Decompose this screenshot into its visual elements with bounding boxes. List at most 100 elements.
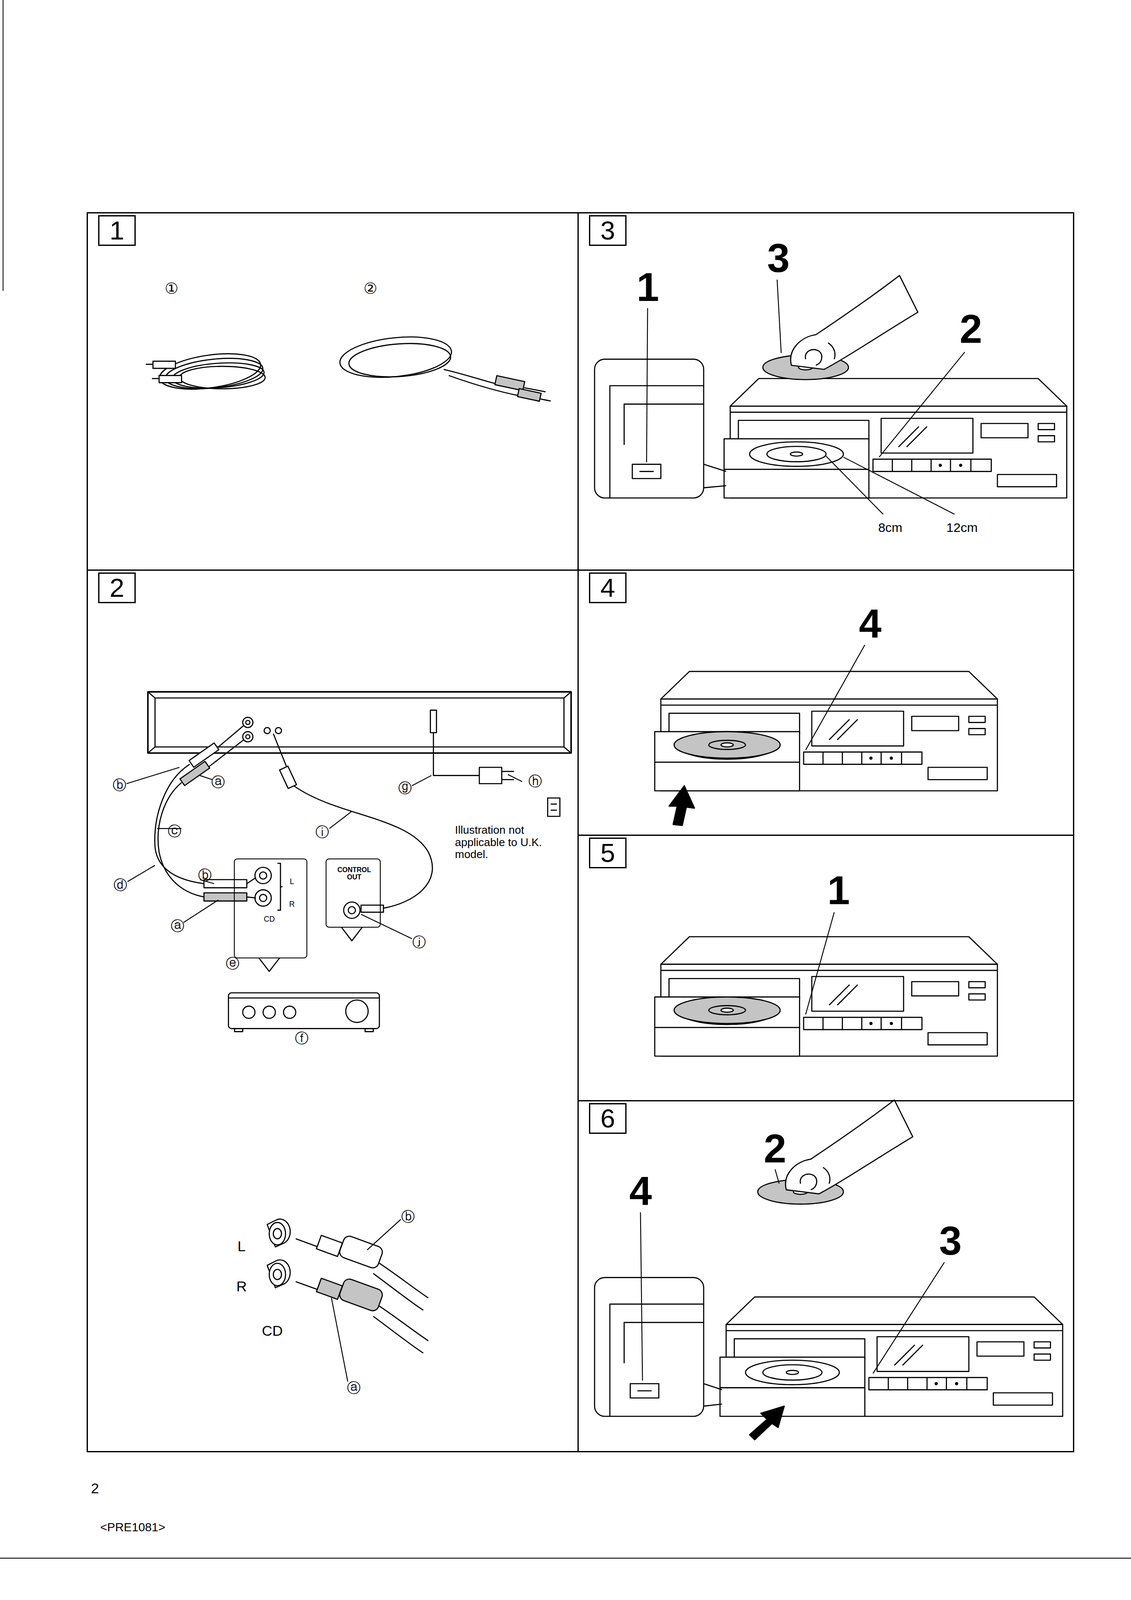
step-panel: 1: [86, 212, 579, 571]
hand-with-disc: [762, 275, 918, 380]
zoom-inset: [594, 1277, 723, 1417]
player-rear-panel: [154, 697, 564, 747]
step-panel: 6: [577, 1099, 1075, 1452]
callout-number: 4: [629, 1168, 653, 1213]
zoom-inset: [594, 1277, 704, 1417]
power-cord: [430, 710, 437, 733]
leader-lines: [127, 865, 156, 882]
page-number: 2: [90, 1480, 100, 1496]
step-panel: LRCDCONTROL OUT2: [86, 569, 579, 1452]
leader-lines: [646, 279, 965, 515]
control-cable-coil: [347, 340, 452, 380]
step-number: 4: [588, 572, 627, 604]
callout-number: 1: [636, 264, 660, 310]
part-letter: ⓑ: [198, 867, 212, 883]
audio-cable: [246, 877, 257, 884]
amplifier-jacks: [259, 894, 267, 902]
control-cable: [273, 733, 288, 770]
callout-number: 3: [767, 235, 790, 281]
push-arrow: [749, 1405, 785, 1440]
leader-lines: [126, 767, 180, 784]
zoom-inset: [637, 1390, 652, 1392]
audio-cable-coil: [151, 377, 160, 379]
part-letter: ⓑ: [112, 777, 127, 793]
input-jack-panel: LRCD: [233, 858, 308, 959]
player-rear-panel: [275, 727, 282, 734]
open-tray: [724, 438, 869, 499]
power-cord: [550, 809, 557, 811]
leader-lines: [361, 914, 412, 939]
part-letter: ⓓ: [113, 877, 128, 893]
dimension-label: 12cm: [946, 520, 978, 535]
zoom-inset: [632, 464, 662, 479]
zoom-inset: [594, 358, 704, 498]
step-number: 3: [588, 215, 627, 246]
player-rear-panel: [264, 727, 271, 734]
amplifier: [364, 1028, 374, 1032]
power-cord: [547, 797, 560, 817]
part-letter: ⓗ: [528, 773, 543, 789]
zoom-inset: [703, 464, 727, 472]
open-tray: [654, 996, 800, 1056]
jack-label: R: [236, 1278, 248, 1295]
step-number: 1: [98, 215, 136, 246]
audio-cable: [157, 782, 205, 897]
leader-lines: [843, 457, 955, 515]
amplifier: [345, 999, 369, 1023]
zoom-inset: [703, 485, 727, 488]
audio-cable-coil: [179, 366, 266, 389]
player-rear-panel: [245, 720, 251, 725]
callout-number: 2: [763, 1125, 787, 1171]
step-number: 5: [588, 837, 627, 869]
player-rear-panel: [242, 717, 254, 728]
control-cable: [273, 733, 433, 913]
leader-lines: [367, 1218, 401, 1250]
zoom-inset: [703, 1403, 723, 1406]
zoom-inset: [609, 1303, 704, 1417]
audio-cable: [154, 763, 205, 884]
item-number: ①: [164, 279, 179, 298]
open-tray: [719, 1356, 865, 1417]
leader-lines: [646, 308, 648, 463]
plug-insertion-detail: [338, 1276, 385, 1312]
step-panel: 5: [577, 834, 1075, 1102]
part-letter: ⓒ: [167, 823, 182, 839]
power-cord: [501, 778, 515, 781]
zoom-inset: [703, 1383, 723, 1390]
player-rear-panel: [563, 691, 572, 698]
amplifier-jacks: [280, 886, 283, 888]
leader-lines: [775, 1168, 780, 1184]
control-cable-coil: [338, 332, 551, 402]
control-cable-coil: [540, 399, 551, 402]
amplifier: [263, 1005, 276, 1019]
part-letter: ⓐ: [346, 1380, 361, 1396]
player-rear-panel: [563, 746, 572, 753]
player-rear-panel: [245, 734, 251, 739]
note-text: Illustration not applicable to U.K. mode…: [454, 823, 575, 861]
plug-insertion-detail: [269, 1262, 286, 1286]
part-letter: ⓐ: [211, 774, 225, 790]
amplifier-jacks: [341, 927, 362, 941]
zoom-inset: [623, 404, 704, 446]
plug-insertion-detail: [267, 1218, 429, 1353]
amplifier: [228, 992, 380, 1032]
dimension-label: 8cm: [878, 520, 903, 535]
step-number: 6: [588, 1102, 627, 1134]
part-letter: ⓔ: [225, 956, 240, 971]
plug-insertion-detail: [316, 1277, 343, 1299]
audio-cable-coil: [157, 348, 263, 395]
amplifier-jacks: [348, 906, 356, 914]
control-cable: [293, 785, 433, 909]
player-rear-panel: [147, 691, 572, 753]
audio-cable-coil: [145, 363, 154, 365]
jack-label: L: [289, 877, 295, 886]
amplifier-jacks: [259, 871, 267, 880]
leader-lines: [777, 279, 782, 353]
plug-insertion-detail: [373, 1315, 424, 1353]
part-letter: ⓖ: [398, 780, 412, 796]
amplifier: [228, 996, 380, 999]
hand-with-disc: [757, 1099, 913, 1204]
leader-lines: [826, 455, 884, 514]
control-jack-panel: CONTROL OUT: [325, 858, 381, 928]
